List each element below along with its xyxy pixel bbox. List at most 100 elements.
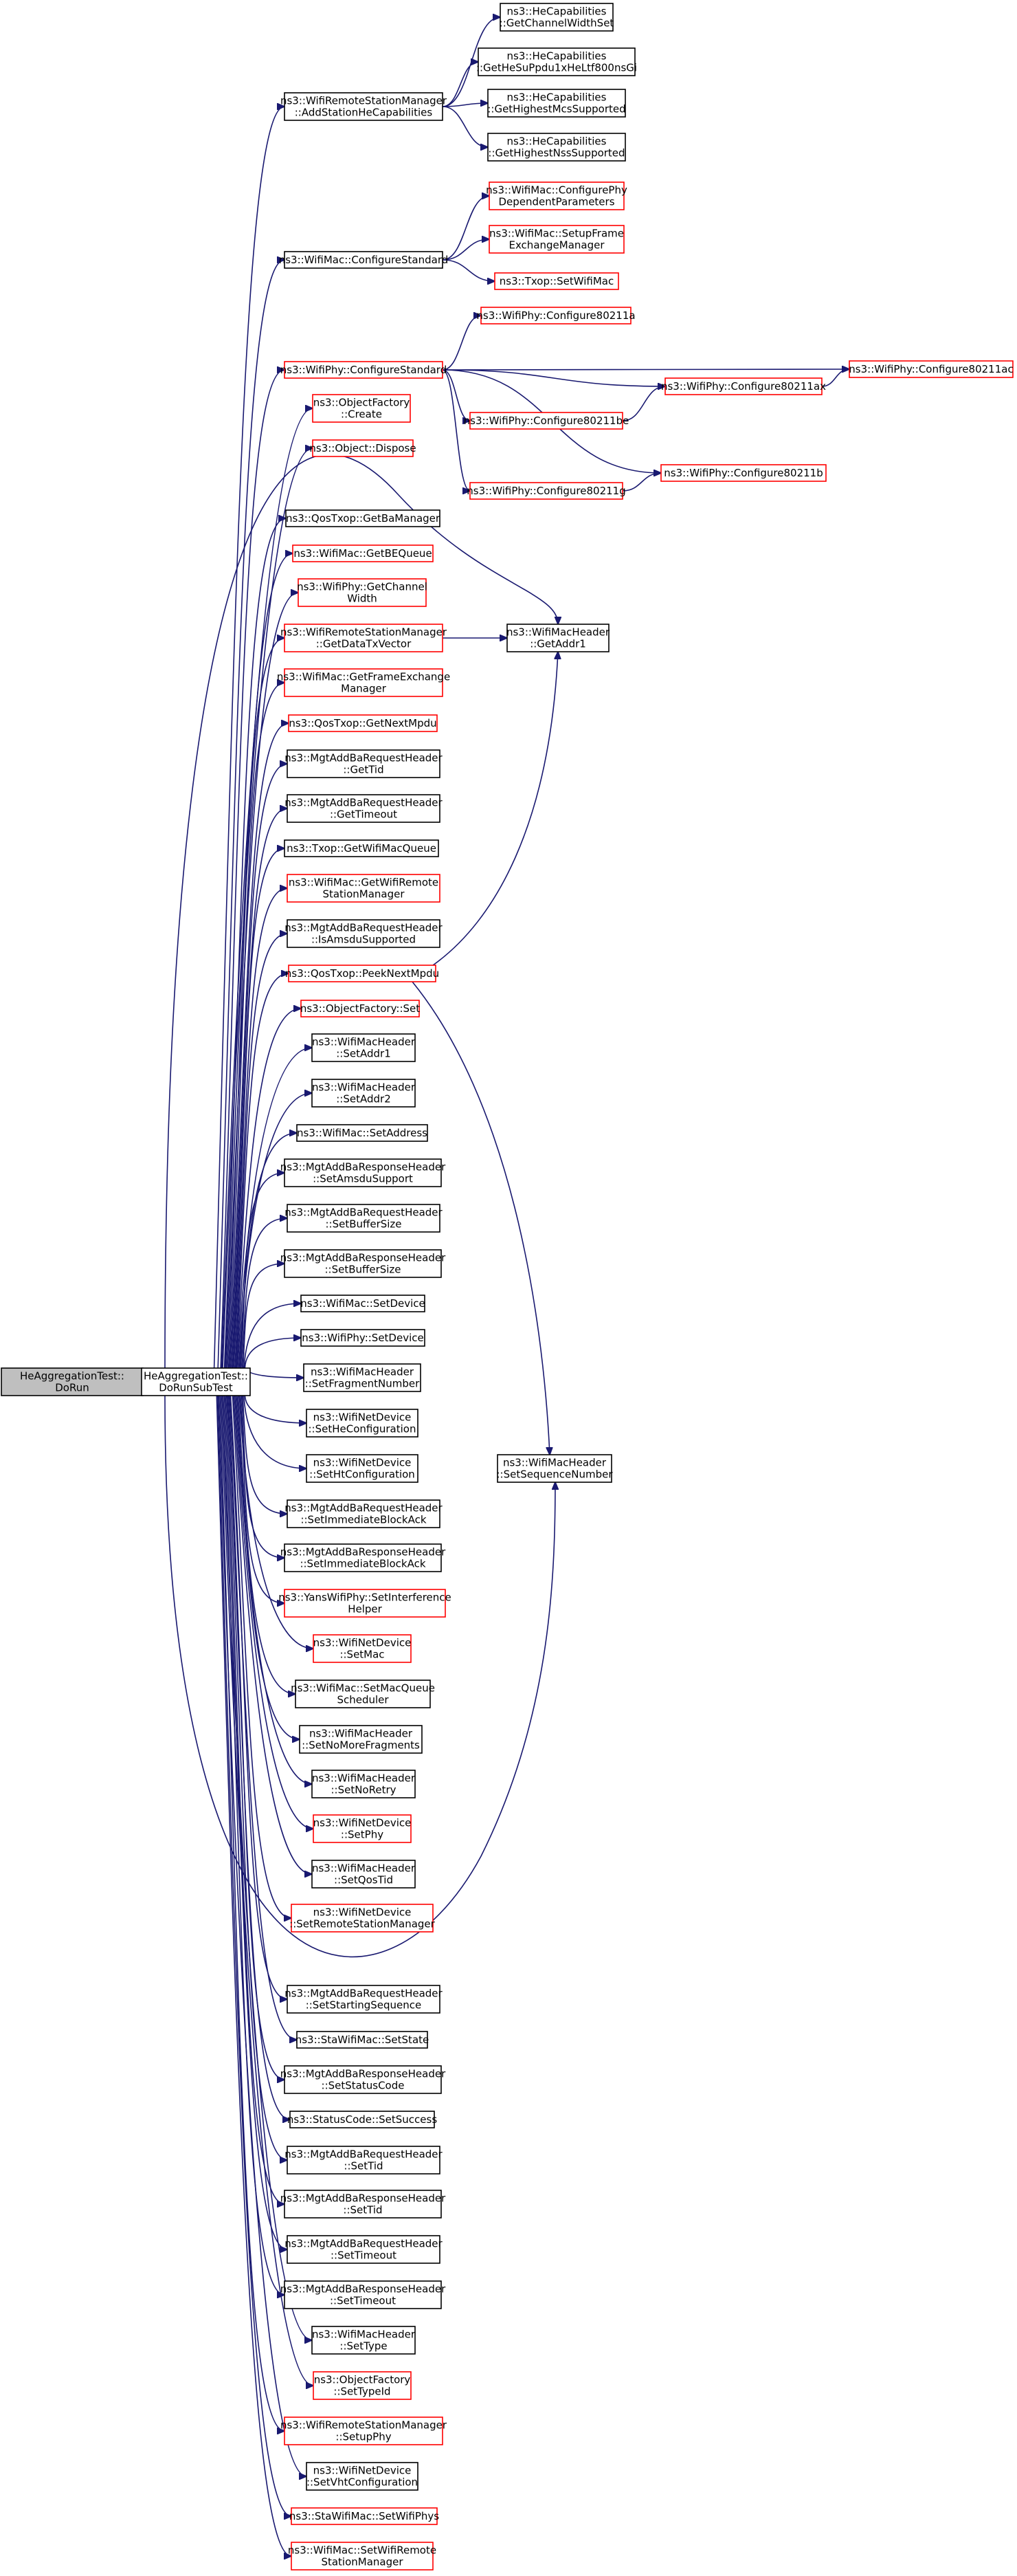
- graph-node-wpcs[interactable]: ns3::WifiPhy::ConfigureStandard: [280, 361, 447, 379]
- node-label: ns3::HeCapabilities: [507, 91, 607, 104]
- graph-node-wmhsa1: ns3::WifiMacHeader::SetAddr1: [311, 1033, 416, 1062]
- graph-node-wmgwrsm[interactable]: ns3::WifiMac::GetWifiRemoteStationManage…: [287, 874, 440, 903]
- edge-wpcs-c11ax: [442, 369, 665, 386]
- graph-node-ofstid[interactable]: ns3::ObjectFactory::SetTypeId: [313, 2371, 412, 2400]
- graph-node-wndsphy[interactable]: ns3::WifiNetDevice::SetPhy: [313, 1814, 412, 1843]
- node-label: ns3::WifiMacHeader: [312, 1036, 416, 1048]
- edge-sub-wpsdev: [244, 1338, 301, 1369]
- node-label: ns3::ObjectFactory::Set: [300, 1002, 420, 1015]
- graph-node-ofset[interactable]: ns3::ObjectFactory::Set: [300, 1000, 420, 1017]
- node-label: ::SetSequenceNumber: [497, 1468, 614, 1481]
- node-label: ns3::MgtAddBaRequestHeader: [284, 2238, 443, 2250]
- node-box: [311, 1860, 416, 1889]
- graph-node-wrsmdtx[interactable]: ns3::WifiRemoteStationManager::GetDataTx…: [280, 624, 447, 652]
- node-label: ns3::QosTxop::PeekNextMpdu: [285, 967, 439, 980]
- graph-node-wndsrsm[interactable]: ns3::WifiNetDevice::SetRemoteStationMana…: [289, 1904, 436, 1933]
- node-box: [311, 2326, 416, 2355]
- graph-node-c11g[interactable]: ns3::WifiPhy::Configure80211g: [467, 482, 626, 500]
- graph-node-swmswp[interactable]: ns3::StaWifiMac::SetWifiPhys: [289, 2507, 439, 2525]
- node-label: ns3::WifiMacHeader: [312, 1081, 416, 1094]
- node-box: [291, 1904, 434, 1933]
- node-label: ns3::WifiMac::SetAddress: [297, 1127, 427, 1139]
- node-box: [291, 2542, 434, 2571]
- edge-sub-mabgto: [231, 808, 287, 1369]
- node-label: StationManager: [322, 888, 405, 901]
- node-box: [287, 794, 440, 823]
- graph-node-c11be[interactable]: ns3::WifiPhy::Configure80211be: [464, 412, 629, 430]
- node-box: [284, 1158, 442, 1187]
- edge-wmcs-wmcpd: [442, 196, 489, 261]
- graph-node-wmswrsm[interactable]: ns3::WifiMac::SetWifiRemoteStationManage…: [288, 2542, 436, 2571]
- graph-node-c11b[interactable]: ns3::WifiPhy::Configure80211b: [660, 464, 827, 482]
- edge-sub-mabrsas: [240, 1173, 284, 1369]
- graph-node-wrsmsp[interactable]: ns3::WifiRemoteStationManager::SetupPhy: [280, 2417, 447, 2445]
- node-label: ::GetHighestNssSupported: [488, 147, 625, 159]
- node-box: [284, 251, 443, 269]
- graph-node-c11ax[interactable]: ns3::WifiPhy::Configure80211ax: [661, 377, 826, 395]
- node-label: ns3::WifiRemoteStationManager: [280, 626, 447, 639]
- graph-node-objd[interactable]: ns3::Object::Dispose: [309, 439, 416, 457]
- edge-sub-mabgtid: [230, 764, 287, 1369]
- node-label: ns3::MgtAddBaResponseHeader: [280, 2192, 446, 2205]
- graph-node-swmss: ns3::StaWifiMac::SetState: [295, 2031, 429, 2049]
- node-box: [313, 1814, 412, 1843]
- graph-node-c11ac[interactable]: ns3::WifiPhy::Configure80211ac: [849, 360, 1014, 378]
- graph-node-ofc[interactable]: ns3::ObjectFactory::Create: [312, 394, 411, 423]
- graph-node-wndsmac[interactable]: ns3::WifiNetDevice::SetMac: [313, 1634, 412, 1663]
- node-box: [287, 1499, 440, 1528]
- edge-sub-wmhstype: [221, 1395, 312, 2340]
- node-label: DoRun: [55, 1382, 89, 1394]
- node-label: ns3::WifiPhy::ConfigureStandard: [280, 364, 447, 376]
- graph-node-hens: ns3::HeCapabilities::GetHighestNssSuppor…: [487, 133, 626, 162]
- node-box: [284, 1543, 442, 1572]
- node-label: ns3::WifiMacHeader: [312, 1862, 416, 1875]
- edge-sub-wmgbe: [225, 553, 293, 1369]
- graph-node-mabqsbs: ns3::MgtAddBaRequestHeader::SetBufferSiz…: [284, 1204, 443, 1233]
- node-box: [311, 1079, 416, 1108]
- graph-node-txswm[interactable]: ns3::Txop::SetWifiMac: [494, 272, 619, 290]
- edge-addsta-hemcs: [442, 103, 488, 107]
- node-box: [300, 1329, 425, 1347]
- node-box: [287, 2146, 440, 2175]
- graph-node-wpgcw[interactable]: ns3::WifiPhy::GetChannelWidth: [297, 578, 427, 607]
- node-box: [288, 965, 436, 982]
- graph-node-qgnm[interactable]: ns3::QosTxop::GetNextMpdu: [288, 714, 438, 732]
- node-label: ns3::WifiMac::GetBEQueue: [293, 547, 432, 560]
- node-label: ns3::WifiPhy::Configure80211a: [476, 309, 635, 322]
- node-label: ns3::HeCapabilities: [507, 5, 607, 18]
- node-box: [664, 377, 823, 395]
- graph-node-root: HeAggregationTest::DoRun: [1, 1367, 144, 1396]
- edge-sub-mabrstid: [225, 1395, 284, 2204]
- edge-c11be-c11ax: [622, 386, 665, 421]
- node-box: [287, 2235, 440, 2264]
- node-label: ns3::WifiMacHeader: [311, 1366, 414, 1378]
- edge-sub-ofset: [236, 1009, 301, 1369]
- graph-node-c11a[interactable]: ns3::WifiPhy::Configure80211a: [476, 307, 636, 324]
- node-label: ns3::WifiNetDevice: [313, 1906, 412, 1919]
- node-box: [494, 272, 619, 290]
- node-label: ExchangeManager: [508, 239, 605, 252]
- node-label: ns3::MgtAddBaRequestHeader: [284, 1207, 443, 1219]
- edge-sub-wndsphy: [234, 1395, 313, 1829]
- graph-node-wmcpd[interactable]: ns3::WifiMac::ConfigurePhyDependentParam…: [486, 181, 627, 210]
- edge-sub-wmgwrsm: [233, 888, 287, 1369]
- node-label: ns3::WifiPhy::Configure80211ax: [661, 380, 826, 393]
- node-label: ns3::WifiNetDevice: [313, 1457, 412, 1469]
- edge-sub-mabrsiba: [241, 1395, 284, 1558]
- edge-sub-scss: [227, 1395, 290, 2120]
- node-label: ::Create: [341, 408, 382, 421]
- node-box: [284, 1249, 442, 1278]
- node-label: ns3::WifiPhy::Configure80211ac: [849, 363, 1013, 375]
- node-label: ns3::WifiMacHeader: [312, 2329, 416, 2341]
- edge-sub-addsta: [213, 107, 284, 1369]
- node-box: [284, 2065, 442, 2094]
- graph-node-wmgbe[interactable]: ns3::WifiMac::GetBEQueue: [292, 544, 434, 562]
- graph-node-wmcs: ns3::WifiMac::ConfigureStandard: [279, 251, 448, 269]
- graph-node-qpnm[interactable]: ns3::QosTxop::PeekNextMpdu: [285, 965, 439, 982]
- node-label: ns3::WifiRemoteStationManager: [280, 95, 447, 107]
- node-box: [284, 624, 443, 652]
- graph-node-wndshe: ns3::WifiNetDevice::SetHeConfiguration: [306, 1409, 418, 1438]
